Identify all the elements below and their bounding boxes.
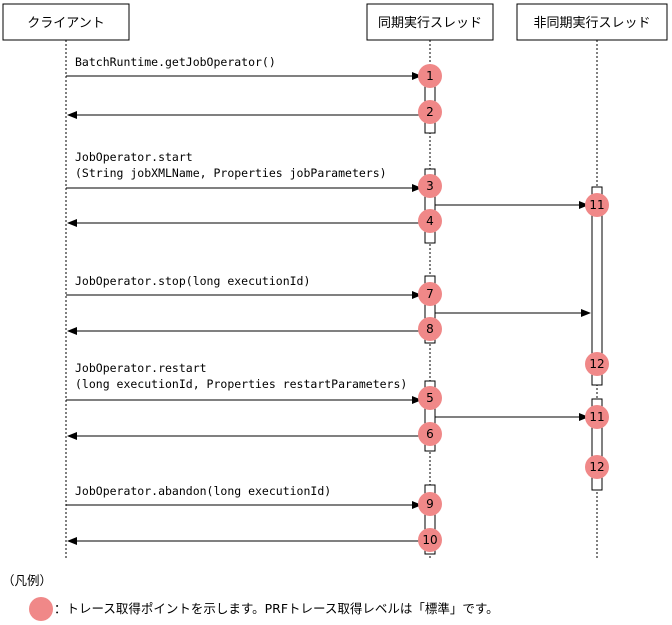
trace-point-12-restart: 12 xyxy=(585,455,609,479)
msg-restart-line1: JobOperator.restart xyxy=(75,361,207,375)
legend-text: ：トレース取得ポイントを示します。PRFトレース取得レベルは「標準」です。 xyxy=(54,601,499,616)
trace-point-6: 6 xyxy=(418,422,442,446)
svg-text:12: 12 xyxy=(589,357,604,371)
activation-async-1 xyxy=(591,186,603,386)
activation-sync-3 xyxy=(424,275,436,344)
trace-point-3: 3 xyxy=(418,174,442,198)
svg-text:3: 3 xyxy=(426,179,434,193)
trace-point-4: 4 xyxy=(418,209,442,233)
legend-trace-point-icon xyxy=(29,597,53,621)
lifeline-async-label: 非同期実行スレッド xyxy=(533,15,650,31)
lifeline-header-async: 非同期実行スレッド xyxy=(516,3,668,41)
trace-point-11-restart: 11 xyxy=(585,405,609,429)
trace-point-9: 9 xyxy=(418,492,442,516)
svg-text:12: 12 xyxy=(589,460,604,474)
svg-text:2: 2 xyxy=(426,105,434,119)
svg-text:10: 10 xyxy=(422,533,437,547)
msg-getjoboperator: BatchRuntime.getJobOperator() xyxy=(75,55,276,69)
svg-text:11: 11 xyxy=(589,198,604,212)
activation-sync-2 xyxy=(424,168,436,244)
trace-point-1: 1 xyxy=(418,64,442,88)
lifeline-sync-label: 同期実行スレッド xyxy=(378,15,482,31)
lifeline-header-client: クライアント xyxy=(2,3,130,41)
trace-point-12-start: 12 xyxy=(585,352,609,376)
activation-sync-4 xyxy=(424,380,436,452)
msg-abandon: JobOperator.abandon(long executionId) xyxy=(75,484,331,498)
trace-point-11-start: 11 xyxy=(585,193,609,217)
lifeline-client-label: クライアント xyxy=(27,16,104,31)
activation-async-2 xyxy=(591,398,603,491)
msg-start-line1: JobOperator.start xyxy=(75,150,193,164)
svg-text:4: 4 xyxy=(426,214,434,228)
activation-sync-5 xyxy=(424,484,436,555)
trace-point-10: 10 xyxy=(418,528,442,552)
msg-restart-line2: (long executionId, Properties restartPar… xyxy=(75,377,407,391)
svg-text:9: 9 xyxy=(426,497,434,511)
svg-text:1: 1 xyxy=(426,69,434,83)
msg-stop: JobOperator.stop(long executionId) xyxy=(75,274,310,288)
svg-text:6: 6 xyxy=(426,427,434,441)
svg-text:7: 7 xyxy=(426,287,434,301)
svg-text:5: 5 xyxy=(426,391,434,405)
lifeline-header-sync: 同期実行スレッド xyxy=(366,3,494,41)
svg-text:8: 8 xyxy=(426,322,434,336)
trace-point-5: 5 xyxy=(418,386,442,410)
msg-start-line2: (String jobXMLName, Properties jobParame… xyxy=(75,166,387,180)
trace-point-8: 8 xyxy=(418,317,442,341)
svg-text:11: 11 xyxy=(589,410,604,424)
trace-point-7: 7 xyxy=(418,282,442,306)
legend-title: （凡例） xyxy=(2,573,52,588)
trace-point-2: 2 xyxy=(418,100,442,124)
